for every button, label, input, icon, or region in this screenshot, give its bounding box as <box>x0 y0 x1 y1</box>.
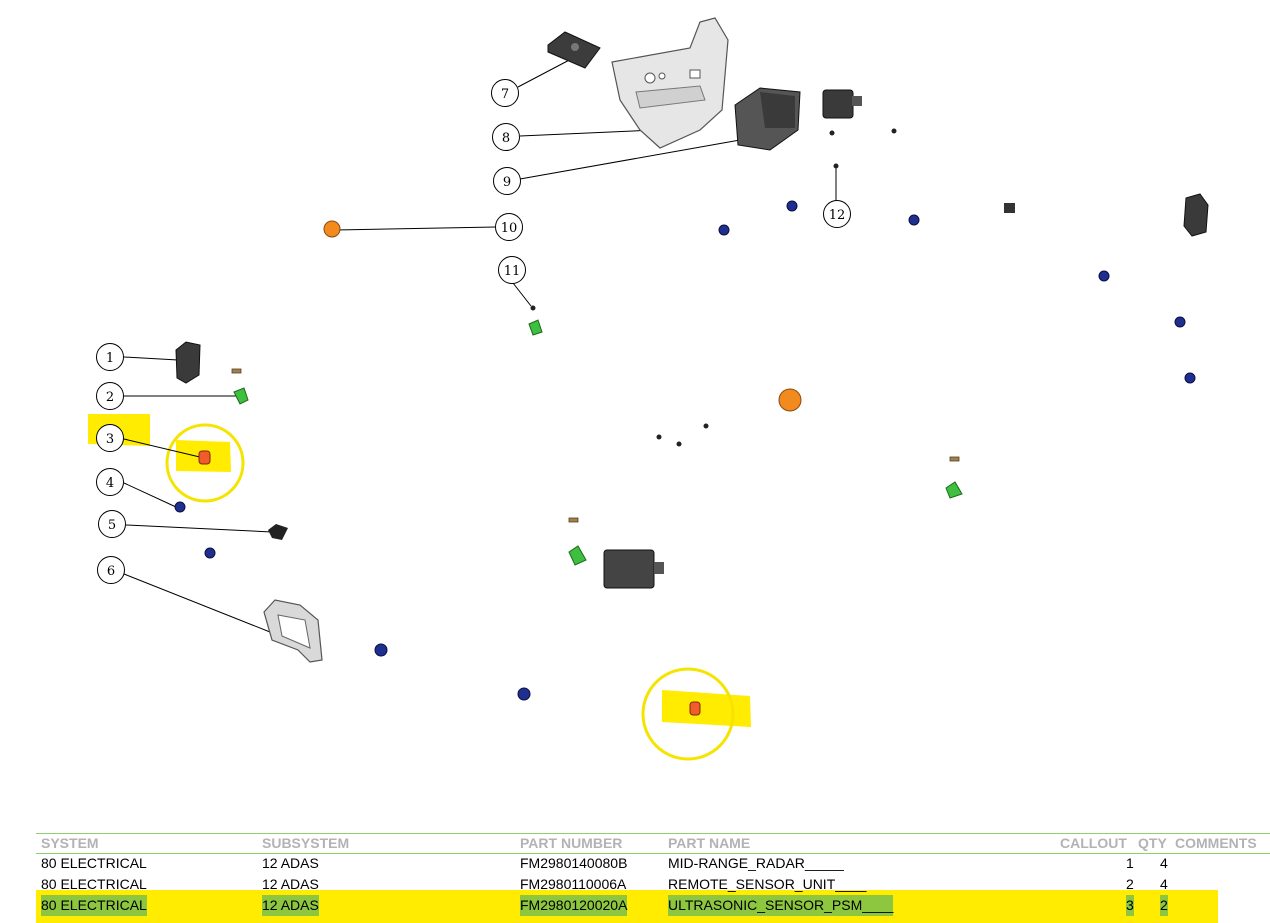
part-dot-c <box>656 434 662 440</box>
ultrasonic-yellow-ring <box>641 667 735 761</box>
part-dot-a <box>829 130 835 136</box>
cell-system: 80 ELECTRICAL <box>41 895 147 916</box>
header-callout: CALLOUT <box>1060 835 1127 851</box>
part-green-sensor-b <box>945 481 963 499</box>
part-blue-sensor-d <box>718 224 730 236</box>
part-12-dot <box>833 163 839 169</box>
cell-qty: 4 <box>1160 876 1168 892</box>
part-screw-b <box>949 456 960 462</box>
part-dot-e <box>703 423 709 429</box>
callout-label-1: 1 <box>106 351 114 366</box>
header-bottom-rule <box>36 853 1270 854</box>
part-blue-sensor-b <box>374 643 388 657</box>
part-screw-a <box>231 368 242 374</box>
callout-circle-10 <box>495 213 523 241</box>
part-rear-radar <box>1183 193 1209 237</box>
callout-label-12: 12 <box>829 208 846 223</box>
part-2-remote-sensor <box>233 387 249 405</box>
header-comments: COMMENTS <box>1175 835 1257 851</box>
cell-qty: 2 <box>1160 895 1168 916</box>
part-remote-sensor-unit-body <box>603 549 664 589</box>
cell-subsystem: 12 ADAS <box>262 855 319 871</box>
leader-lines <box>123 56 837 633</box>
part-8-mounting-plate <box>611 17 729 149</box>
callout-label-8: 8 <box>502 131 510 146</box>
header-subsystem: SUBSYSTEM <box>262 835 350 851</box>
callout-circle-8 <box>492 123 520 151</box>
cell-callout: 2 <box>1126 876 1134 892</box>
cell-qty: 4 <box>1160 855 1168 871</box>
part-blue-sensor-h <box>1174 316 1186 328</box>
part-ultrasonic-sensor-2 <box>689 701 701 716</box>
part-blue-sensor-i <box>1184 372 1196 384</box>
callout-circle-7 <box>491 79 519 107</box>
part-9-control-module <box>734 87 801 151</box>
part-11-screw <box>530 305 536 311</box>
part-7-bracket <box>547 31 601 69</box>
callout-circle-6 <box>97 556 125 584</box>
part-blue-sensor-g <box>1098 270 1110 282</box>
header-top-rule <box>36 833 1270 834</box>
cell-part-name: REMOTE_SENSOR_UNIT____ <box>668 876 867 892</box>
cell-part-number: FM2980110006A <box>520 876 627 892</box>
callout-circle-2 <box>96 382 124 410</box>
part-blue-sensor-e <box>786 200 798 212</box>
callout-circle-3 <box>96 424 124 452</box>
callout-circle-4 <box>96 468 124 496</box>
part-green-sensor-a <box>528 319 543 336</box>
cell-callout: 1 <box>1126 855 1134 871</box>
part-blue-sensor-c <box>517 687 531 701</box>
part-3-yellow-ring <box>165 423 245 503</box>
header-part-name: PART NAME <box>668 835 751 851</box>
callout-label-7: 7 <box>501 87 509 102</box>
cell-subsystem: 12 ADAS <box>262 876 319 892</box>
callout-circle-9 <box>493 167 521 195</box>
part-5-connector <box>268 524 288 540</box>
callout-circle-11 <box>498 256 526 284</box>
part-3-ultrasonic-sensor <box>198 450 211 465</box>
cell-system: 80 ELECTRICAL <box>41 855 147 871</box>
part-blue-sensor-a <box>204 547 216 559</box>
cell-part-name: ULTRASONIC_SENSOR_PSM____ <box>668 895 894 916</box>
cell-part-number: FM2980140080B <box>520 855 628 871</box>
part-green-sensor-c <box>568 545 587 566</box>
callout-label-5: 5 <box>108 518 116 533</box>
callout-label-9: 9 <box>503 175 511 190</box>
part-dark-clip <box>1004 203 1015 213</box>
part-10-sensor <box>323 220 341 238</box>
part-orange-camera <box>778 388 802 412</box>
part-6-radar-bracket <box>263 599 323 663</box>
header-part-number: PART NUMBER <box>520 835 623 851</box>
callout-label-4: 4 <box>106 476 114 491</box>
table-row[interactable]: 80 ELECTRICAL 12 ADAS FM2980110006A REMO… <box>0 874 1270 895</box>
callout-label-3: 3 <box>106 432 114 447</box>
callout-circle-5 <box>98 510 126 538</box>
callout-circle-1 <box>96 343 124 371</box>
cell-system: 80 ELECTRICAL <box>41 876 147 892</box>
callout-label-6: 6 <box>107 564 115 579</box>
exploded-parts-diagram: 1 2 3 4 5 6 7 8 9 10 11 12 <box>88 17 1209 761</box>
header-qty: QTY <box>1138 835 1167 851</box>
callout-label-2: 2 <box>106 390 114 405</box>
callout-label-10: 10 <box>501 221 518 236</box>
cell-part-name: MID-RANGE_RADAR_____ <box>668 855 844 871</box>
table-row[interactable]: 80 ELECTRICAL 12 ADAS FM2980140080B MID-… <box>0 853 1270 874</box>
table-header: SYSTEM SUBSYSTEM PART NUMBER PART NAME C… <box>0 833 1270 854</box>
part-dot-d <box>676 441 682 447</box>
part-1-mid-range-radar <box>175 341 201 384</box>
callout-circle-12 <box>823 200 851 228</box>
part-blue-sensor-f <box>908 214 920 226</box>
table-row-highlighted[interactable]: 80 ELECTRICAL 12 ADAS FM2980120020A ULTR… <box>0 895 1270 916</box>
cell-part-number: FM2980120020A <box>520 895 628 916</box>
part-4-blue-sensor <box>174 501 186 513</box>
part-mirror-module <box>822 89 862 119</box>
cell-subsystem: 12 ADAS <box>262 895 319 916</box>
callout-label-11: 11 <box>504 264 521 279</box>
header-system: SYSTEM <box>41 835 99 851</box>
part-dot-b <box>891 128 897 134</box>
cell-callout: 3 <box>1126 895 1134 916</box>
part-screw-c <box>568 517 579 523</box>
part-ultrasonic-highlight <box>662 690 751 727</box>
